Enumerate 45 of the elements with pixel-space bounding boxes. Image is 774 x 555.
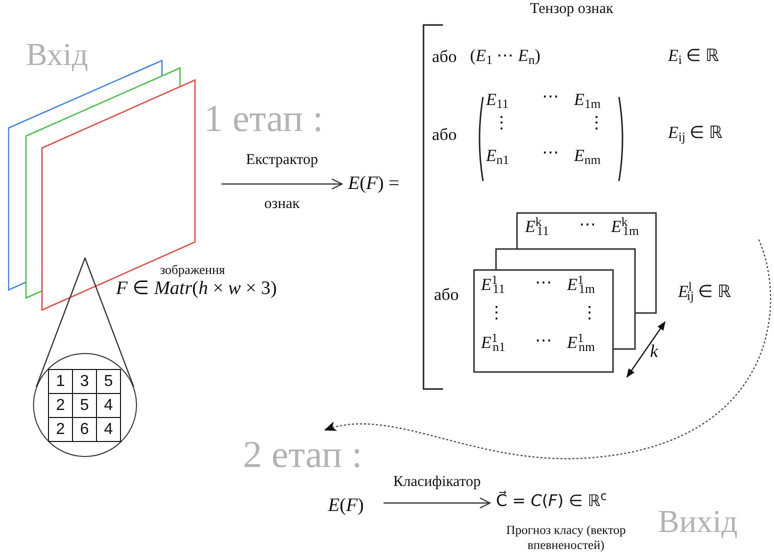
grid-cell: 1: [49, 370, 73, 394]
formula-text: C⃗ = C(F) ∈ ℝ$^{c}$: [496, 493, 608, 509]
input-heading: Вхід: [26, 38, 88, 70]
node-label: Прогноз класу (вектор впевненостей): [505, 523, 627, 553]
formula-text: F ∈ Matr(h × w × 3): [116, 279, 277, 298]
formula-text: ⋮: [493, 114, 510, 131]
formula-text: ⋯: [535, 274, 552, 291]
formula-text: E(F): [328, 496, 364, 515]
formula-text: (E$_{1}$ ⋯ E$_{n}$): [470, 47, 540, 64]
grid-cell: 2: [49, 418, 73, 442]
dimension-label: k: [650, 342, 658, 360]
formula-text: ⋯: [542, 144, 559, 161]
grid-cell: 4: [97, 394, 121, 418]
formula-text: або: [432, 48, 457, 65]
magnifier-lines: [36, 257, 134, 388]
formula-text: ⋮: [588, 114, 605, 131]
formula-text: E$_{i}$ ∈ ℝ: [668, 47, 718, 64]
formula-text: E$_{1m}$: [574, 91, 601, 108]
grid-cell: 6: [73, 418, 97, 442]
formula-text: ⋮: [488, 304, 505, 321]
grid-cell: 2: [49, 394, 73, 418]
heading: Тензор ознак: [530, 2, 614, 17]
edge-label: Класифікатор: [392, 475, 482, 490]
formula-text: ⋯: [542, 88, 559, 105]
formula-text: або: [434, 286, 459, 303]
formula-text: E(F) =: [348, 174, 400, 193]
grid-cell: 3: [73, 370, 97, 394]
grid-cell: 4: [97, 418, 121, 442]
formula-text: ⋮: [581, 304, 598, 321]
formula-text: або: [432, 126, 457, 143]
stage-heading: 2 етап :: [243, 436, 362, 474]
stage-heading: 1 етап :: [204, 100, 324, 138]
image-label: зображення: [160, 263, 225, 276]
arrow: [221, 178, 343, 190]
arrow: [383, 497, 491, 509]
formula-text: ⋯: [535, 332, 552, 349]
output-heading: Вихід: [658, 505, 738, 537]
formula-text: E$_{n1}$: [486, 147, 510, 164]
formula-text: E$_{nm}$: [574, 147, 601, 164]
dotted-arrow: [324, 239, 772, 460]
grid-cell: 5: [73, 394, 97, 418]
formula-text: ⋯: [579, 216, 596, 233]
edge-label: Екстрактор ознак: [244, 151, 320, 214]
formula-text: E$_{11}$: [486, 91, 509, 108]
grid-cell: 5: [97, 370, 121, 394]
